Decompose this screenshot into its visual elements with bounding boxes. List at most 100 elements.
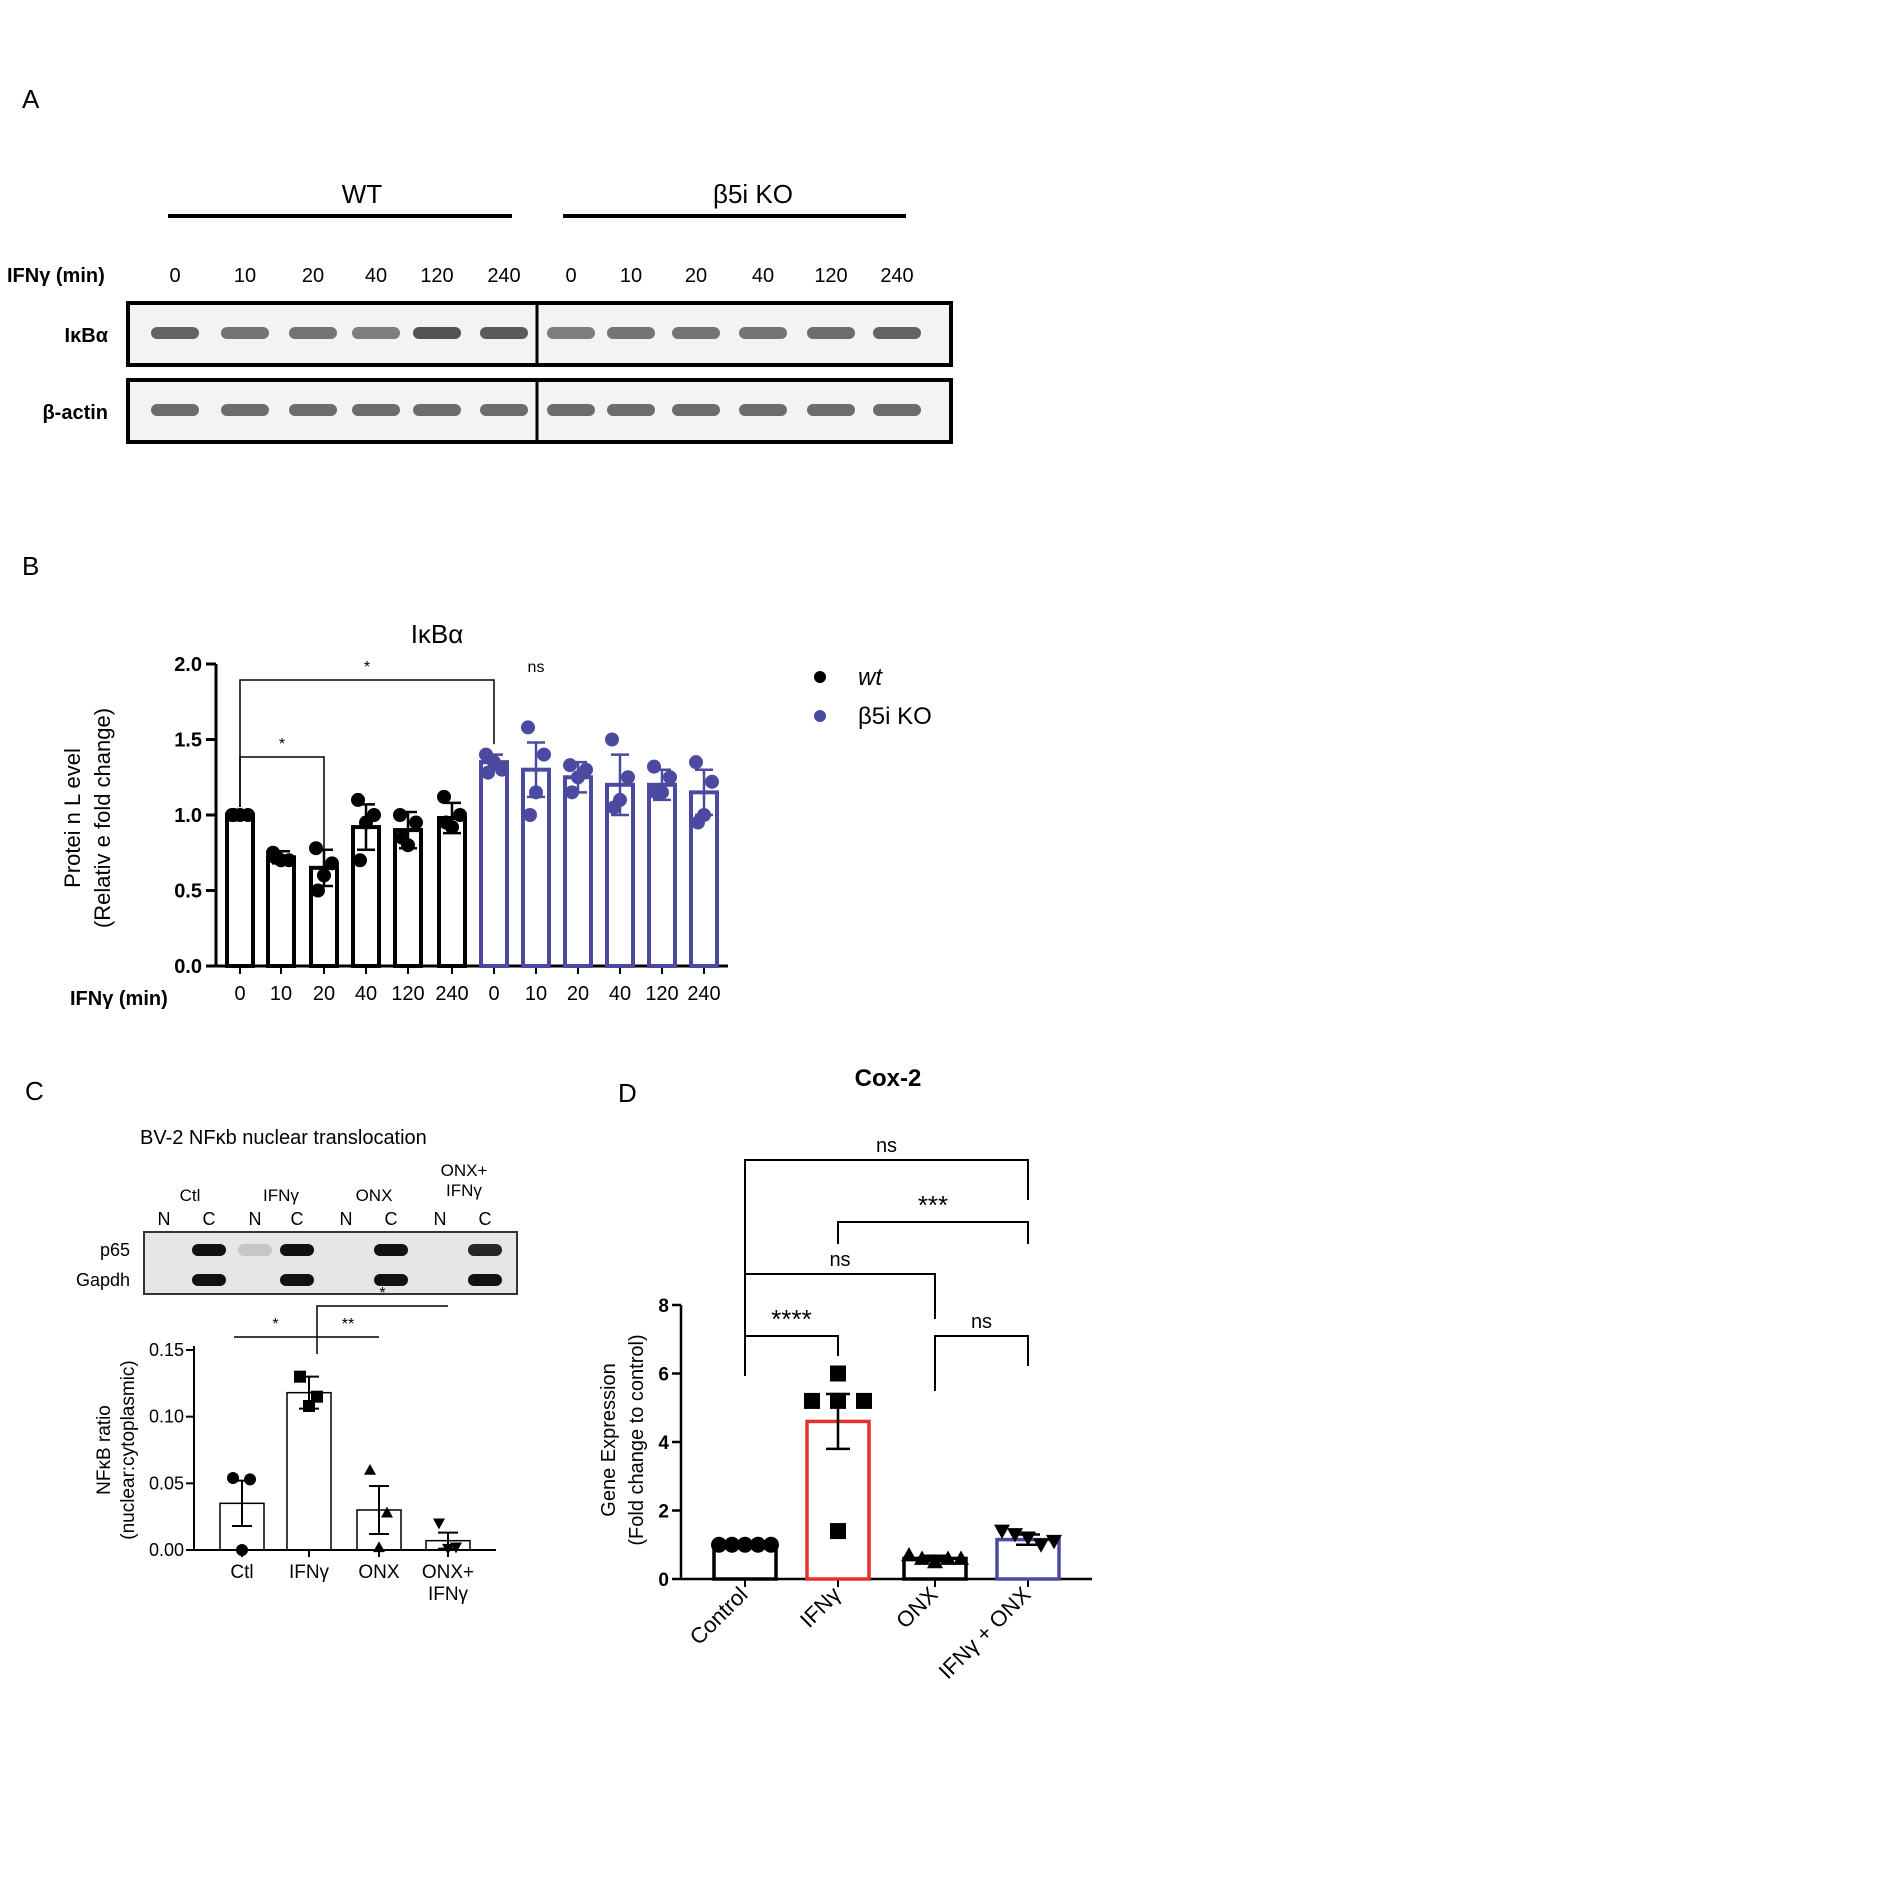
data-point [442,1543,454,1555]
blot-lane-label: C [385,1209,398,1229]
panel-c-chart: NFκB ratio(nuclear:cytoplasmic)0.000.050… [94,1285,496,1605]
data-point [663,770,677,785]
data-point [353,853,367,868]
data-point [395,830,409,845]
blot-lane-label: N [340,1209,353,1229]
blot-group-label: Ctl [180,1186,201,1205]
blot-band [807,404,855,416]
error-bar [369,1485,389,1535]
data-point [439,815,453,830]
data-point [563,758,577,773]
significance-bracket-label: ns [876,1135,897,1157]
x-tick-label: 240 [687,983,720,1005]
significance-bracket-line [934,1335,1029,1391]
bar [563,775,593,968]
data-point [621,770,635,785]
bar [225,813,255,968]
data-point [236,1544,248,1556]
panel-label-a: A [22,84,40,114]
significance-bracket-label: * [379,1285,385,1302]
x-tick-label: Ctl [230,1562,253,1583]
data-point [953,1550,969,1565]
blot-band [873,404,921,416]
blot-band [374,1244,408,1256]
panel-c: BV-2 NFκb nuclear translocation Ctl IFNγ O… [76,1127,518,1605]
data-point [705,774,719,789]
data-point [364,1464,376,1475]
blot-row-label: Gapdh [76,1270,130,1290]
timepoint-label: 240 [880,265,913,287]
data-point [1007,1528,1023,1543]
timepoint-label: 240 [487,265,520,287]
data-point [1046,1534,1062,1550]
x-tick-label: IFNγ + ONX [934,1582,1036,1684]
significance-bracket-label: **** [771,1304,811,1334]
data-point [750,1536,766,1553]
x-tick-label: 20 [313,983,335,1005]
data-point [523,808,537,822]
data-point [914,1550,930,1565]
data-point [565,785,579,800]
data-point [537,747,551,762]
x-tick-label: 120 [645,983,678,1005]
significance-bracket-line [744,1159,1029,1350]
data-point [453,808,467,822]
legend-marker [814,671,826,683]
panel-label-c: C [25,1076,44,1106]
blot-band [672,327,720,339]
y-tick-label: 2.0 [174,654,202,676]
data-point [689,755,703,770]
blot-band [873,327,921,339]
blot-group-label: IFNγ [263,1186,299,1205]
data-point [647,759,661,774]
x-tick-label: 120 [391,983,424,1005]
data-point [927,1553,943,1569]
data-point [571,770,585,785]
panel-label-d: D [618,1078,637,1108]
bar [437,816,467,969]
blot-band [672,404,720,416]
blot-band [280,1244,314,1256]
x-tick-label: 40 [609,983,631,1005]
blot-band [468,1244,502,1256]
timepoint-row-label: IFNγ (min) [7,265,105,287]
data-point [309,841,323,856]
data-point [294,1370,306,1383]
significance-bracket-line [239,679,495,807]
data-point [437,789,451,804]
data-point [804,1392,820,1409]
x-tick-label: 0 [488,983,499,1005]
significance-bracket-line [744,1335,839,1376]
blot-band [413,404,461,416]
data-point [487,755,501,770]
data-point [901,1547,917,1562]
significance-bracket-label: ** [342,1316,354,1333]
y-tick-label: 0.0 [174,956,202,978]
blot-group-label: ONX [356,1186,393,1205]
blot-row-label: IκBα [65,325,109,347]
data-point [311,1390,323,1403]
legend-label: β5i KO [858,703,932,730]
group-label-wt: WT [342,179,383,209]
panel-c-blot-title: BV-2 NFκb nuclear translocation [140,1127,427,1149]
significance-bracket-line [837,1221,1029,1244]
y-axis-title: Protei n L evel(Relativ e fold change) [60,708,115,928]
bar [479,760,509,969]
blot-band [480,327,528,339]
data-point [605,732,619,747]
data-point [311,883,325,898]
data-point [724,1536,740,1553]
blot-band [739,327,787,339]
data-point [1020,1531,1036,1546]
data-point [381,1506,393,1518]
data-point [481,765,495,780]
data-point [227,808,241,822]
blot-band [280,1274,314,1286]
data-point [351,792,365,807]
y-tick-label: 1.5 [174,730,202,752]
y-tick-label: 2 [658,1502,669,1523]
blot-band [289,404,337,416]
